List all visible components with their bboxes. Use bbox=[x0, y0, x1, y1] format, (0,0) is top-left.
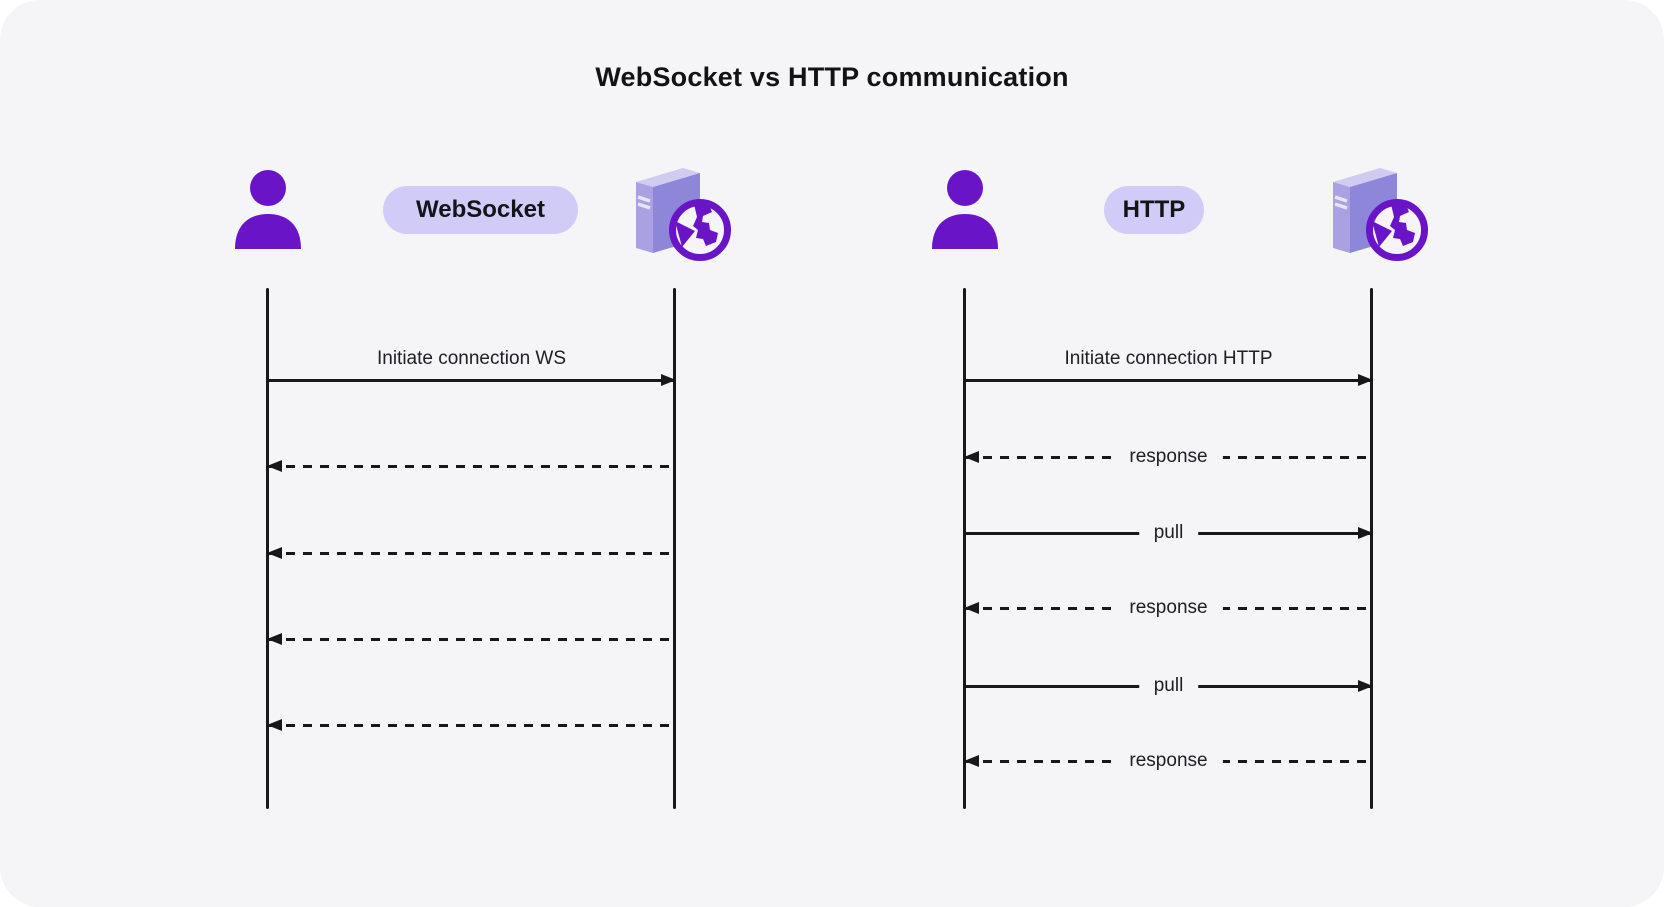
message-label: pull bbox=[1138, 675, 1199, 697]
web-server-icon bbox=[636, 168, 731, 261]
diagram-title: WebSocket vs HTTP communication bbox=[595, 62, 1069, 92]
web-server-icon bbox=[1333, 168, 1428, 261]
message-label: Initiate connection WS bbox=[376, 348, 567, 369]
user-icon bbox=[932, 170, 998, 249]
message-label: Initiate connection HTTP bbox=[1064, 348, 1273, 369]
protocol-pill-websocket: WebSocket bbox=[383, 186, 578, 234]
arrowhead-left-icon bbox=[267, 633, 282, 645]
lifeline-user-http bbox=[963, 288, 966, 809]
message-label: response bbox=[1114, 597, 1223, 619]
arrowhead-right-icon bbox=[1358, 527, 1373, 539]
lifeline-server-http bbox=[1370, 288, 1373, 809]
arrowhead-left-icon bbox=[964, 451, 979, 463]
message-line bbox=[269, 464, 674, 468]
protocol-pill-http: HTTP bbox=[1104, 186, 1204, 234]
message-line bbox=[269, 637, 674, 641]
arrowhead-right-icon bbox=[1358, 680, 1373, 692]
message-line bbox=[269, 379, 674, 382]
arrowhead-right-icon bbox=[661, 374, 676, 386]
message-line bbox=[269, 723, 674, 727]
protocol-pill-websocket-label: WebSocket bbox=[416, 196, 545, 223]
message-label: pull bbox=[1138, 522, 1199, 544]
protocol-pill-http-label: HTTP bbox=[1122, 196, 1186, 223]
arrowhead-left-icon bbox=[964, 755, 979, 767]
message-line bbox=[269, 551, 674, 555]
arrowhead-left-icon bbox=[267, 460, 282, 472]
message-label: response bbox=[1114, 446, 1223, 468]
arrowhead-left-icon bbox=[964, 602, 979, 614]
arrowhead-right-icon bbox=[1358, 374, 1373, 386]
message-line bbox=[966, 379, 1371, 382]
message-label: response bbox=[1114, 750, 1223, 772]
arrowhead-left-icon bbox=[267, 719, 282, 731]
arrowhead-left-icon bbox=[267, 547, 282, 559]
lifeline-server-ws bbox=[673, 288, 676, 809]
user-icon bbox=[235, 170, 301, 249]
